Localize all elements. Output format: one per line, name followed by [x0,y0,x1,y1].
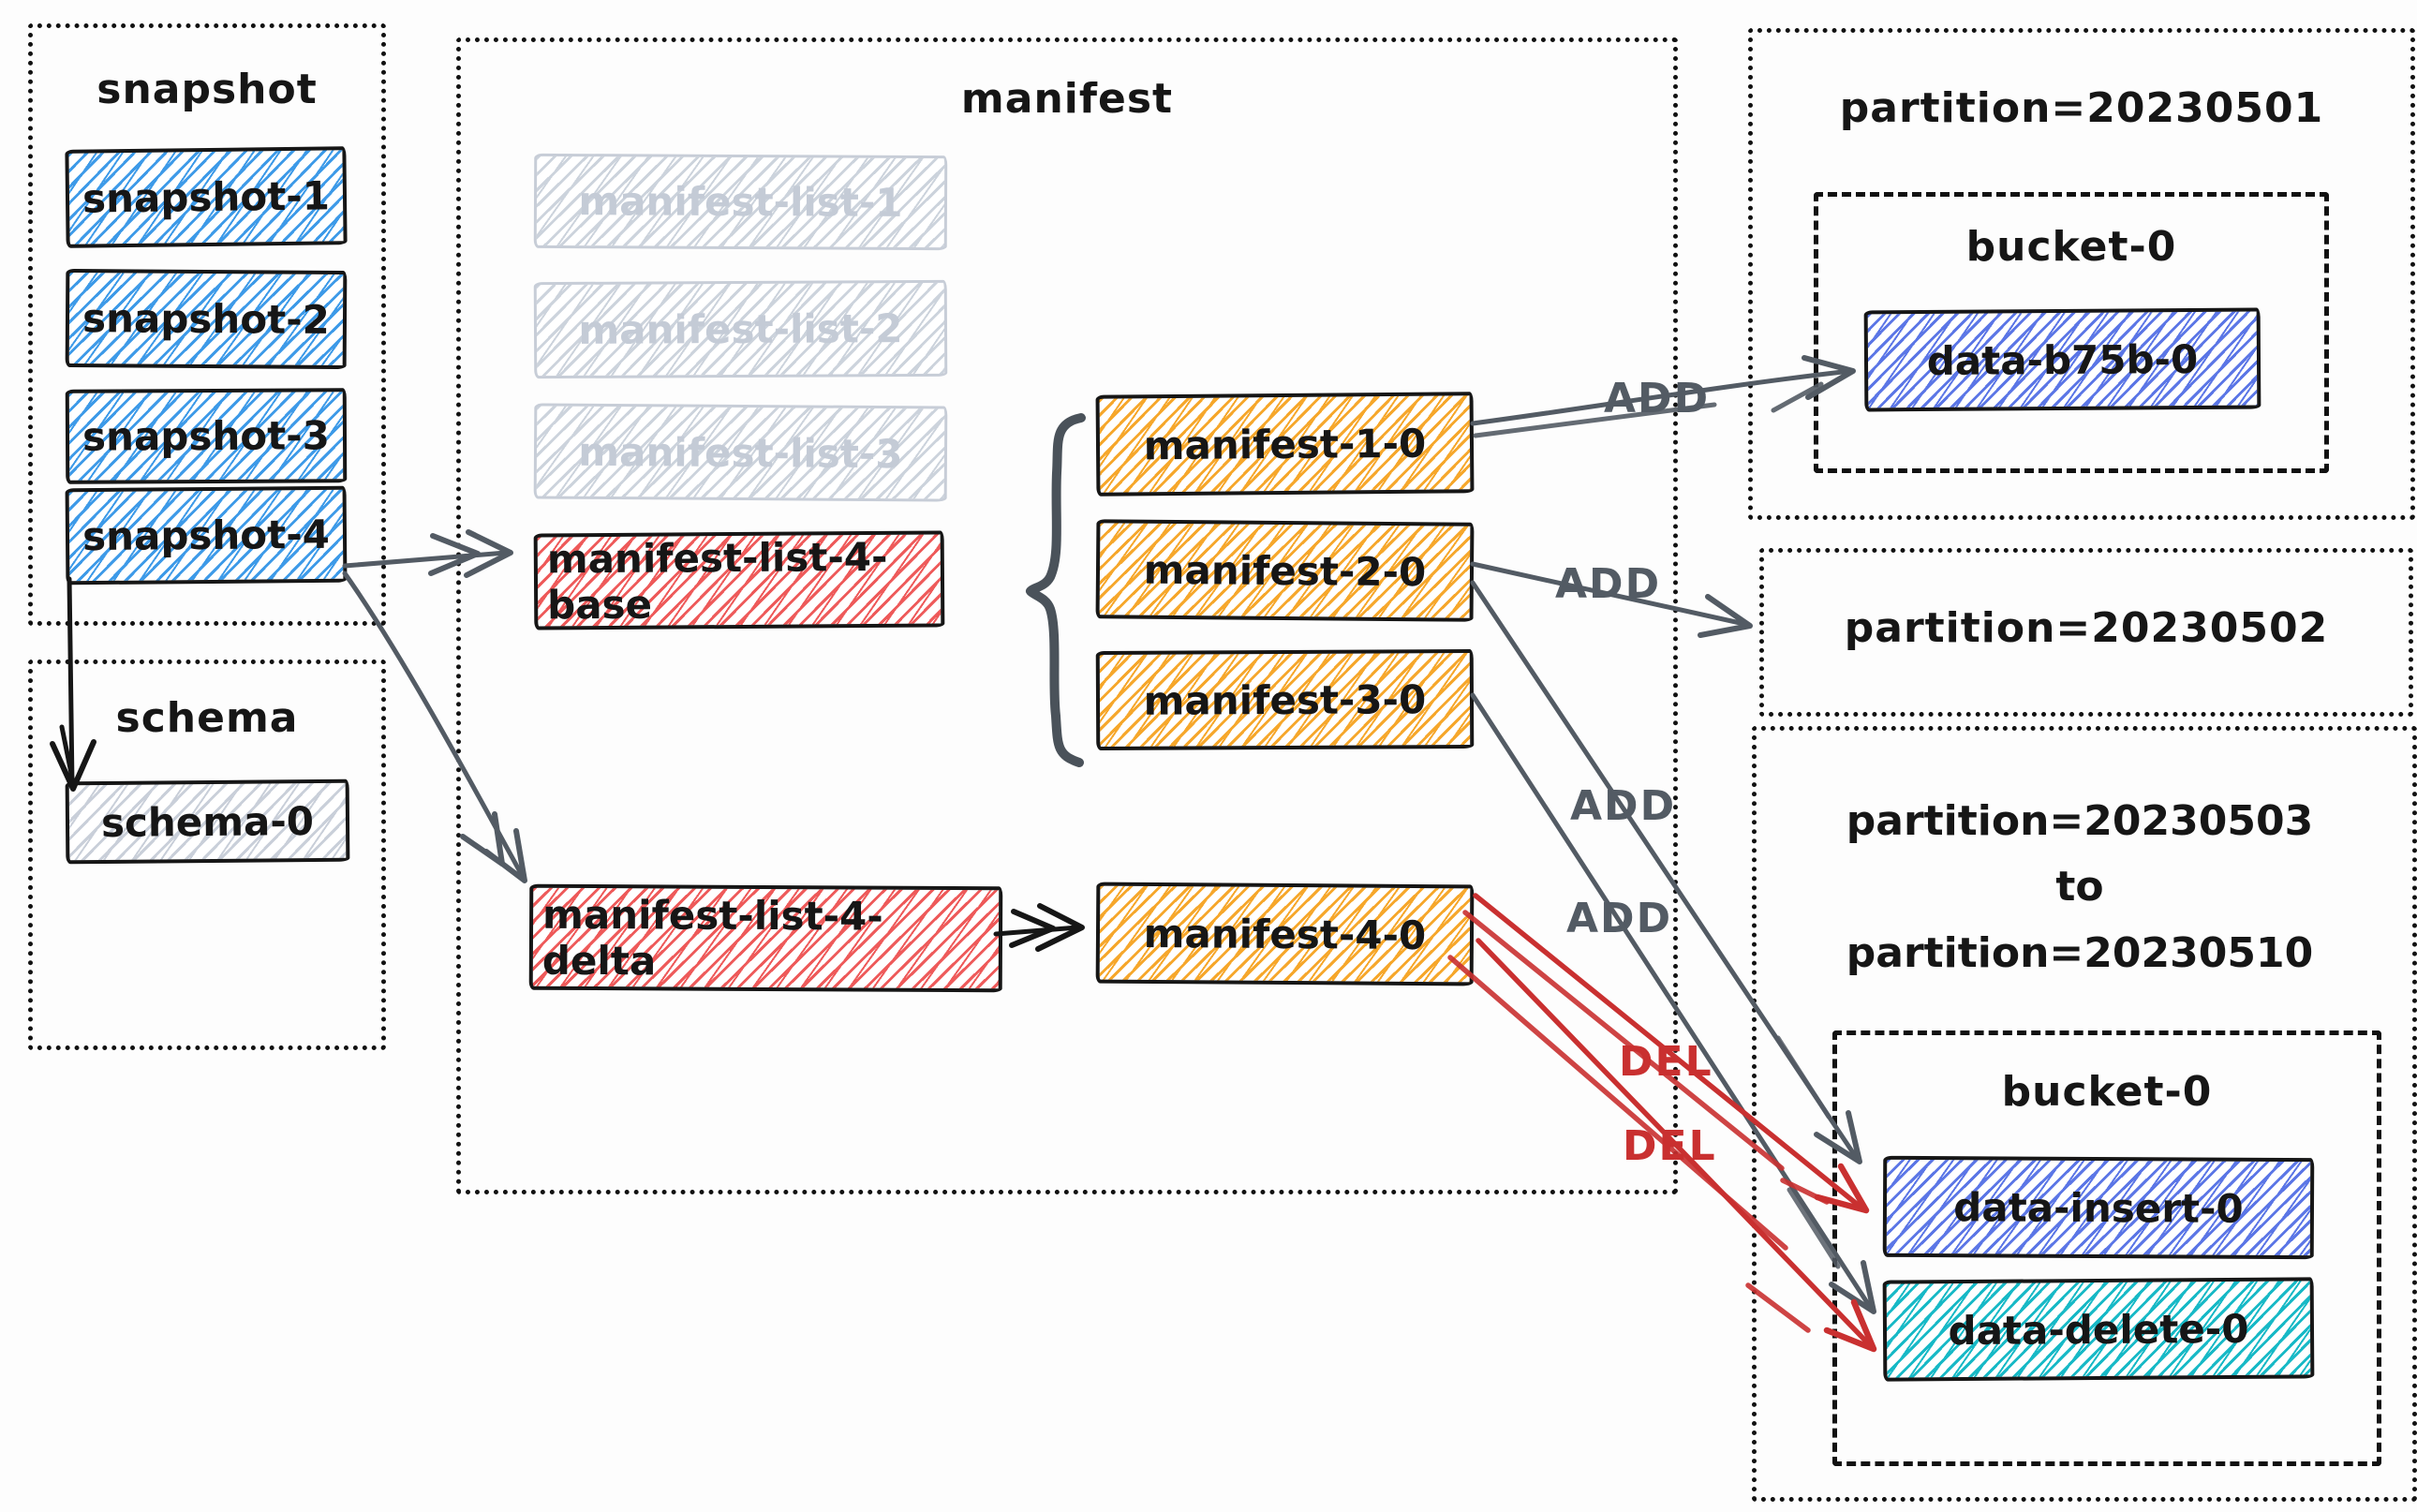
node-data-delete-0-label: data-delete-0 [1948,1305,2249,1354]
node-manifest-list-2: manifest-list-2 [533,279,948,379]
node-manifest-list-4-base-label: manifest-list-4-base [546,533,888,628]
node-manifest-3-0-label: manifest-3-0 [1143,675,1427,724]
partition-20230501-title: partition=20230501 [1839,84,2324,132]
node-manifest-1-0-label: manifest-1-0 [1143,420,1427,468]
partition-20230503-title: partition=20230503 to partition=20230510 [1761,789,2398,986]
snapshot-group-title: snapshot [96,66,318,113]
node-data-insert-0: data-insert-0 [1882,1155,2315,1260]
node-snapshot-1-label: snapshot-1 [82,172,331,222]
node-manifest-list-1-label: manifest-list-1 [578,178,903,226]
node-manifest-list-4-base: manifest-list-4-base [533,530,945,630]
node-snapshot-4: snapshot-4 [65,485,348,586]
node-manifest-4-0: manifest-4-0 [1095,882,1475,986]
partition-20230503-title-line1: partition=20230503 [1846,797,2314,845]
node-manifest-4-0-label: manifest-4-0 [1143,910,1427,958]
node-manifest-list-1: manifest-list-1 [533,153,948,251]
node-snapshot-2: snapshot-2 [65,268,348,370]
bucket-0-partition3-title: bucket-0 [2001,1068,2213,1116]
manifest-group-title: manifest [960,75,1174,123]
node-data-insert-0-label: data-insert-0 [1953,1183,2244,1232]
edge-label-add-manifest2-data-insert: ADD [1570,782,1677,830]
node-manifest-list-2-label: manifest-list-2 [578,305,903,353]
node-data-delete-0: data-delete-0 [1882,1277,2315,1382]
partition-20230503-title-line3: partition=20230510 [1846,928,2314,977]
edge-label-add-manifest2-partition2: ADD [1555,560,1662,608]
partition-20230503-title-line2: to [2055,863,2104,912]
node-snapshot-3: snapshot-3 [65,388,348,484]
node-schema-0: schema-0 [65,778,350,865]
node-snapshot-2-label: snapshot-2 [82,295,331,343]
node-snapshot-4-label: snapshot-4 [82,511,331,560]
node-manifest-list-4-delta-label: manifest-list-4-delta [541,891,883,984]
edge-label-add-manifest3-data-delete: ADD [1566,895,1673,942]
bucket-0-partition1: bucket-0 [1814,192,2329,473]
node-snapshot-3-label: snapshot-3 [82,412,331,460]
node-manifest-3-0: manifest-3-0 [1095,648,1475,751]
node-manifest-2-0: manifest-2-0 [1095,519,1475,622]
snapshot-group: snapshot [28,23,386,626]
node-schema-0-label: schema-0 [100,797,315,846]
bucket-0-partition1-title: bucket-0 [1965,223,2177,271]
schema-group-title: schema [115,694,299,742]
edge-label-add-manifest1-data-b75b: ADD [1604,375,1711,422]
node-data-b75b-0: data-b75b-0 [1863,307,2261,412]
partition-20230502-group: partition=20230502 [1759,548,2413,717]
node-snapshot-1: snapshot-1 [65,146,348,248]
node-manifest-2-0-label: manifest-2-0 [1143,546,1427,595]
node-data-b75b-0-label: data-b75b-0 [1926,335,2199,384]
node-manifest-list-3: manifest-list-3 [533,403,948,502]
node-manifest-1-0: manifest-1-0 [1095,392,1475,497]
partition-20230502-title: partition=20230502 [1844,604,2329,652]
edge-label-del-manifest4-data-insert: DEL [1619,1038,1713,1086]
edge-label-del-manifest4-data-delete: DEL [1623,1122,1717,1170]
partition-20230501-group: partition=20230501 [1748,28,2415,520]
node-manifest-list-3-label: manifest-list-3 [578,428,903,477]
arrow-manifest2-to-partition2-head [1698,594,1753,638]
node-manifest-list-4-delta: manifest-list-4-delta [528,883,1003,993]
